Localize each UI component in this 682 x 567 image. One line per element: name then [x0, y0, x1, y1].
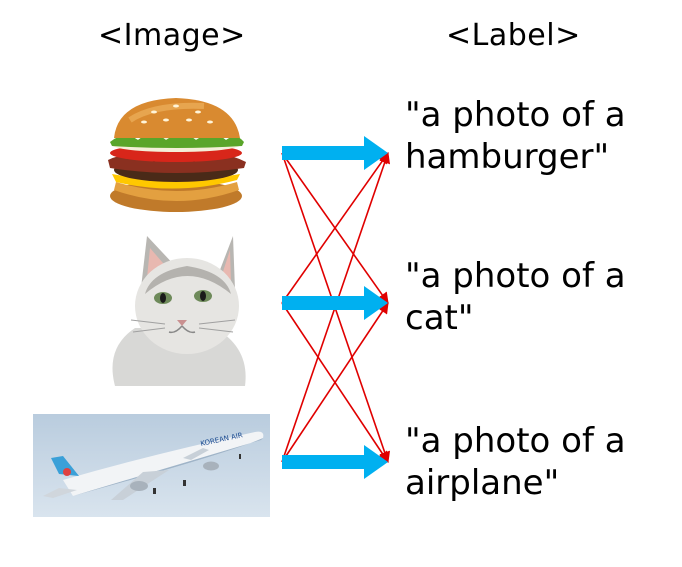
- label-airplane: "a photo of a airplane": [405, 420, 626, 504]
- match-arrow-hamburger: [282, 136, 388, 170]
- hamburger-image: [94, 90, 259, 220]
- cross-arrow-airplane-to-cat: [281, 302, 389, 463]
- cat-image: [95, 228, 258, 386]
- label-hamburger: "a photo of a hamburger": [405, 94, 626, 178]
- airplane-image: KOREAN AIR: [33, 414, 270, 517]
- label-line: airplane": [405, 463, 560, 503]
- image-column-header: <Image>: [98, 18, 246, 53]
- match-arrow-airplane: [282, 445, 388, 479]
- label-cat: "a photo of a cat": [405, 255, 626, 339]
- label-line: "a photo of a: [405, 421, 626, 461]
- label-line: cat": [405, 298, 474, 338]
- match-arrow-cat: [282, 286, 388, 320]
- label-line: "a photo of a: [405, 256, 626, 296]
- label-line: "a photo of a: [405, 95, 626, 135]
- cross-arrow-cat-to-hamburger: [281, 152, 389, 304]
- label-line: hamburger": [405, 137, 610, 177]
- label-column-header: <Label>: [446, 18, 581, 53]
